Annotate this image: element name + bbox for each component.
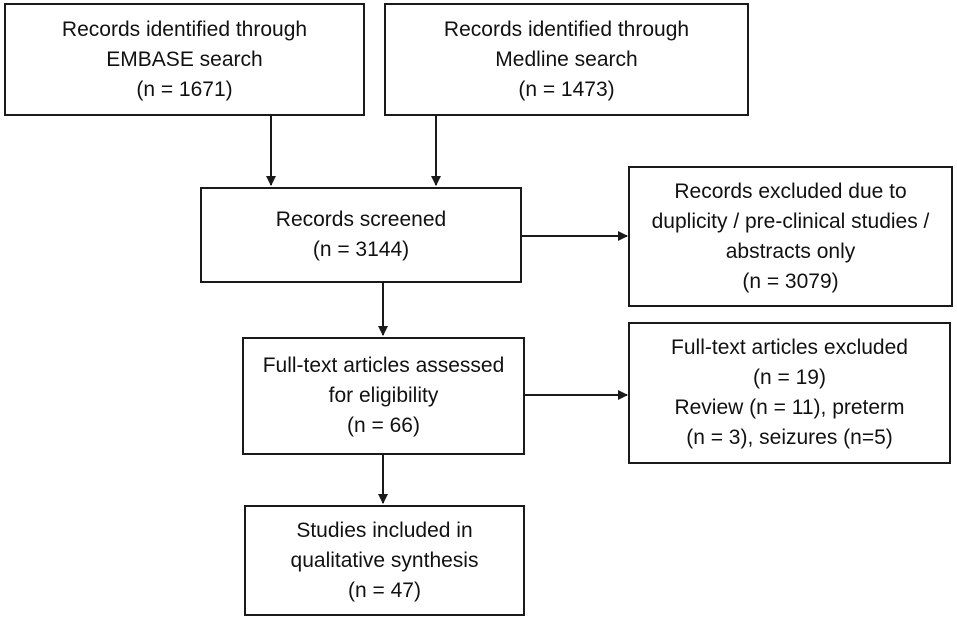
box-line: Medline search: [495, 47, 638, 71]
box-line: Records identified through: [443, 17, 690, 41]
box-line: (n = 19): [753, 366, 826, 389]
box-line: Review (n = 11), preterm: [674, 396, 905, 419]
box-embase-records: Records identified through EMBASE search…: [4, 3, 365, 116]
box-line: Full-text articles assessed: [262, 354, 505, 377]
box-line: abstracts only: [725, 239, 856, 263]
box-line: Records screened: [275, 208, 447, 231]
box-line: (n = 47): [348, 578, 421, 602]
box-line: (n = 3144): [312, 238, 410, 261]
box-fulltext-assessed: Full-text articles assessed for eligibil…: [242, 337, 525, 455]
box-line: (n = 1473): [518, 77, 615, 101]
box-line: (n = 3079): [742, 269, 839, 293]
box-line: Records identified through: [61, 17, 308, 41]
box-line: (n = 1671): [136, 77, 233, 101]
box-line: EMBASE search: [106, 47, 263, 71]
box-line: Records excluded due to: [674, 179, 907, 203]
box-fulltext-excluded: Full-text articles excluded (n = 19) Rev…: [628, 322, 951, 464]
box-line: duplicity / pre-clinical studies /: [651, 209, 930, 233]
box-line: qualitative synthesis: [290, 548, 479, 572]
box-studies-included: Studies included in qualitative synthesi…: [244, 505, 525, 616]
box-line: for eligibility: [328, 384, 439, 407]
box-records-excluded: Records excluded due to duplicity / pre-…: [628, 166, 953, 307]
box-records-screened: Records screened (n = 3144): [200, 187, 522, 283]
box-line: (n = 66): [347, 414, 420, 437]
box-line: (n = 3), seizures (n=5): [686, 426, 893, 449]
box-medline-records: Records identified through Medline searc…: [384, 3, 749, 116]
box-line: Studies included in: [296, 518, 473, 542]
box-line: Full-text articles excluded: [671, 336, 908, 359]
